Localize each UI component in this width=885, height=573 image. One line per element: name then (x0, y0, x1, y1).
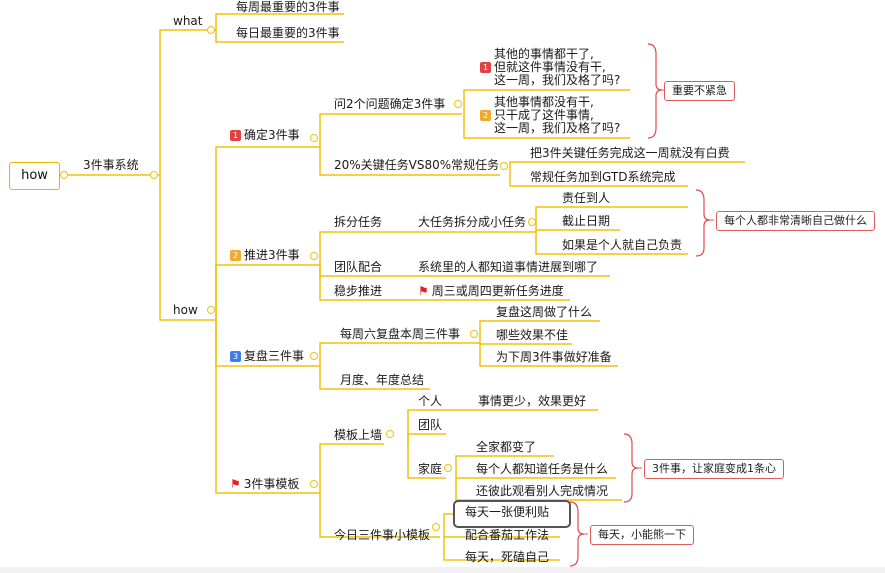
collapse-circle-icon (310, 134, 318, 142)
red-flag-icon: ⚑ (418, 284, 429, 298)
monthly-review-node[interactable]: 月度、年度总结 (340, 373, 425, 387)
what-item-weekly[interactable]: 每周最重要的3件事 (236, 0, 340, 14)
collapse-circle-icon (432, 523, 440, 531)
daily-item-pomodoro[interactable]: 配合番茄工作法 (465, 528, 550, 542)
root-node[interactable]: how (9, 162, 60, 190)
collapse-circle-icon (310, 252, 318, 260)
team-node[interactable]: 团队配合 (334, 260, 383, 274)
what-node[interactable]: what (173, 14, 203, 28)
collapse-circle-icon (500, 162, 508, 170)
collapse-circle-icon (386, 430, 394, 438)
ask-node[interactable]: 问2个问题确定3件事 (334, 97, 446, 111)
steady-sub-label: 周三或周四更新任务进度 (431, 284, 564, 298)
review-label: 复盘三件事 (244, 349, 305, 363)
collapse-circle-icon (310, 352, 318, 360)
priority-1-icon: 1 (230, 130, 241, 141)
collapse-circle-icon (207, 26, 215, 34)
steady-sub-node[interactable]: ⚑周三或周四更新任务进度 (418, 284, 564, 298)
ratio-item-key[interactable]: 把3件关键任务完成这一周就没有白费 (530, 146, 730, 160)
template-label: 3件事模板 (243, 477, 300, 491)
q1-line2: 但就这件事情没有干, (494, 60, 606, 74)
priority-2-icon: 2 (230, 250, 241, 261)
daily-template-node[interactable]: 今日三件事小模板 (334, 528, 431, 542)
review-item-poor[interactable]: 哪些效果不佳 (496, 328, 569, 342)
priority-2-icon: 2 (480, 110, 491, 121)
q1-line3: 这一周，我们及格了吗? (494, 73, 621, 87)
team-sub-node[interactable]: 系统里的人都知道事情进展到哪了 (418, 260, 599, 274)
q1-line1: 其他的事情都干了, (494, 47, 594, 61)
collapse-circle-icon (528, 218, 536, 226)
split-item-owner[interactable]: 责任到人 (562, 191, 611, 205)
collapse-circle-icon (207, 306, 215, 314)
callout-daily[interactable]: 每天，小能熊一下 (590, 525, 694, 545)
advance-label: 推进3件事 (244, 248, 300, 262)
callout-clear[interactable]: 每个人都非常清晰自己做什么 (716, 211, 875, 231)
what-item-daily[interactable]: 每日最重要的3件事 (236, 26, 340, 40)
q2-line1: 其他事情都没有干, (494, 95, 594, 109)
callout-family[interactable]: 3件事，让家庭变成1条心 (644, 459, 784, 479)
collapse-circle-icon (310, 480, 318, 488)
personal-node[interactable]: 个人 (418, 394, 443, 408)
split-item-deadline[interactable]: 截止日期 (562, 214, 611, 228)
callout-important[interactable]: 重要不紧急 (664, 81, 735, 101)
collapse-circle-icon (150, 171, 158, 179)
ratio-node[interactable]: 20%关键任务VS80%常规任务 (334, 158, 500, 172)
template-node[interactable]: ⚑3件事模板 (230, 477, 299, 491)
system-node[interactable]: 3件事系统 (83, 158, 139, 172)
team-template-node[interactable]: 团队 (418, 418, 443, 432)
collapse-circle-icon (470, 330, 478, 338)
family-node[interactable]: 家庭 (418, 462, 443, 476)
priority-3-icon: 3 (230, 351, 241, 362)
ratio-item-routine[interactable]: 常规任务加到GTD系统完成 (530, 170, 676, 184)
review-item-done[interactable]: 复盘这周做了什么 (496, 305, 593, 319)
daily-item-sticky[interactable]: 每天一张便利贴 (465, 505, 550, 519)
family-item-know[interactable]: 每个人都知道任务是什么 (476, 462, 609, 476)
split-node[interactable]: 拆分任务 (334, 215, 383, 229)
priority-1-icon: 1 (480, 62, 491, 73)
confirm-label: 确定3件事 (244, 128, 300, 142)
family-item-changed[interactable]: 全家都变了 (476, 440, 537, 454)
q2-line2: 只干成了这件事情, (494, 108, 594, 122)
split-sub-node[interactable]: 大任务拆分成小任务 (418, 215, 527, 229)
red-flag-icon: ⚑ (230, 477, 241, 491)
collapse-circle-icon (60, 171, 68, 179)
branch-lines (58, 13, 745, 561)
review-item-prepare[interactable]: 为下周3件事做好准备 (496, 350, 612, 364)
wall-node[interactable]: 模板上墙 (334, 428, 383, 442)
selected-node-outline[interactable] (453, 500, 571, 528)
how-node[interactable]: how (173, 303, 198, 317)
daily-item-grind[interactable]: 每天，死磕自己 (465, 550, 550, 564)
steady-node[interactable]: 稳步推进 (334, 284, 383, 298)
split-item-self[interactable]: 如果是个人就自己负责 (562, 238, 683, 252)
collapse-circle-icon (454, 100, 462, 108)
weekly-review-node[interactable]: 每周六复盘本周三件事 (340, 327, 461, 341)
personal-sub-node[interactable]: 事情更少，效果更好 (478, 394, 587, 408)
bottom-scrollbar[interactable] (0, 567, 885, 573)
q2-line3: 这一周，我们及格了吗? (494, 121, 621, 135)
collapse-circle-icon (444, 464, 452, 472)
collapse-circle-icons (60, 26, 536, 531)
family-item-watch[interactable]: 还彼此观看别人完成情况 (476, 484, 609, 498)
